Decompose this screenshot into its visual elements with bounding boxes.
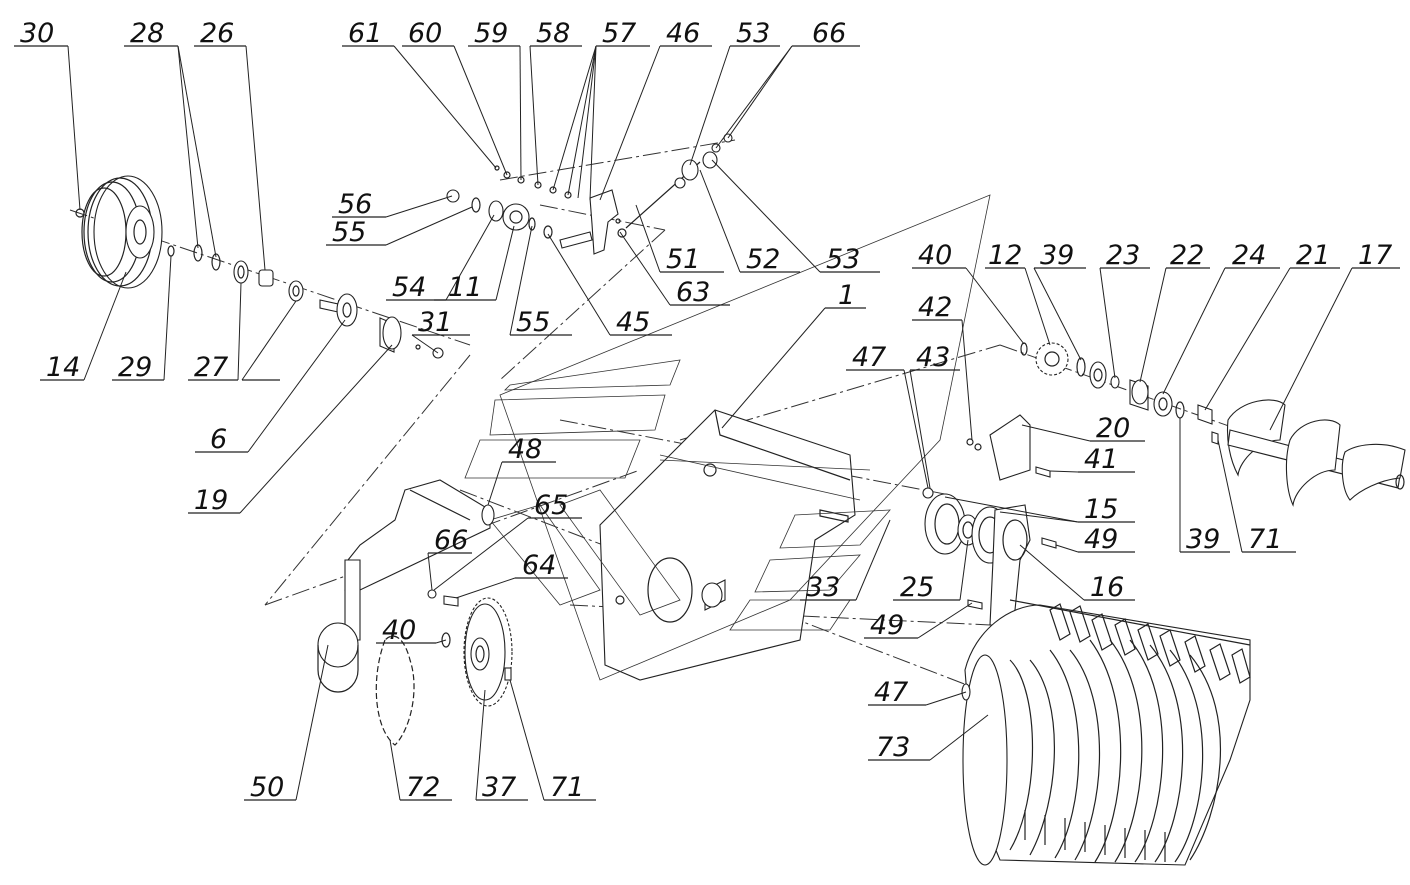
callout-42: 42 [918,292,952,323]
callout-60: 60 [408,18,442,49]
callout-27: 27 [194,352,228,383]
callout-71-bottom: 71 [550,772,584,803]
callout-labels: 30 28 26 61 60 59 58 57 46 53 66 56 55 5… [20,18,1392,803]
callout-55-mid: 55 [516,307,550,338]
callout-lines [14,45,1400,801]
callout-49-right: 49 [1084,524,1118,555]
callout-29: 29 [118,352,152,383]
callout-71-right: 71 [1248,524,1282,555]
callout-65: 65 [534,490,568,521]
callout-55-left: 55 [332,217,366,248]
callout-14: 14 [46,352,80,383]
callout-25: 25 [900,572,934,603]
callout-47-bottom: 47 [874,677,908,708]
callout-23: 23 [1106,240,1140,271]
callout-28: 28 [130,18,164,49]
callout-40-bottom: 40 [382,615,416,646]
callout-20: 20 [1096,413,1130,444]
callout-21: 21 [1296,240,1330,271]
callout-6: 6 [210,424,227,455]
callout-30: 30 [20,18,54,49]
callout-49-bottom: 49 [870,610,904,641]
auger-part [1226,399,1406,507]
callout-72: 72 [406,772,440,803]
hub-small-parts [167,244,444,359]
callout-39-bottom: 39 [1186,524,1220,555]
callout-12: 12 [988,240,1022,271]
callout-43: 43 [916,342,950,373]
callout-58: 58 [536,18,570,49]
callout-41: 41 [1084,444,1118,475]
callout-37: 37 [482,772,516,803]
callout-24: 24 [1232,240,1266,271]
callout-61: 61 [348,18,382,49]
side-plate-part [599,409,856,681]
upper-shaft-parts [446,133,733,255]
callout-47-top: 47 [852,342,886,373]
arm-part [317,479,495,693]
pickup-reel-part [961,599,1251,866]
callout-54: 54 [392,272,426,303]
callout-51: 51 [666,244,700,275]
callout-16: 16 [1090,572,1124,603]
callout-31: 31 [418,307,452,338]
right-bearing-parts [1020,342,1219,445]
chain-part [375,635,415,746]
callout-64: 64 [522,550,556,581]
callout-1: 1 [838,280,855,311]
callout-53-mid: 53 [826,244,860,275]
frame-overlay [464,194,991,681]
callout-11: 11 [448,272,482,303]
callout-17: 17 [1358,240,1392,271]
callout-57: 57 [602,18,636,49]
wheel-part [75,175,163,289]
callout-45: 45 [616,307,650,338]
callout-52: 52 [746,244,780,275]
callout-63: 63 [676,277,710,308]
callout-66-top: 66 [812,18,846,49]
callout-50: 50 [250,772,284,803]
callout-46: 46 [666,18,700,49]
callout-22: 22 [1170,240,1204,271]
callout-39-top: 39 [1040,240,1074,271]
callout-48: 48 [508,434,542,465]
arm-fasteners [427,589,459,648]
callout-19: 19 [194,485,228,516]
sprocket-part [463,597,513,707]
callout-56: 56 [338,189,372,220]
callout-73: 73 [876,732,910,763]
callout-33: 33 [806,572,840,603]
flange-parts [922,487,1057,626]
bracket-part [966,414,1051,481]
callout-59: 59 [474,18,508,49]
callout-40-top: 40 [918,240,952,271]
callout-15: 15 [1084,494,1118,525]
callout-66-bottom: 66 [434,525,468,556]
callout-53-top: 53 [736,18,770,49]
callout-26: 26 [200,18,234,49]
